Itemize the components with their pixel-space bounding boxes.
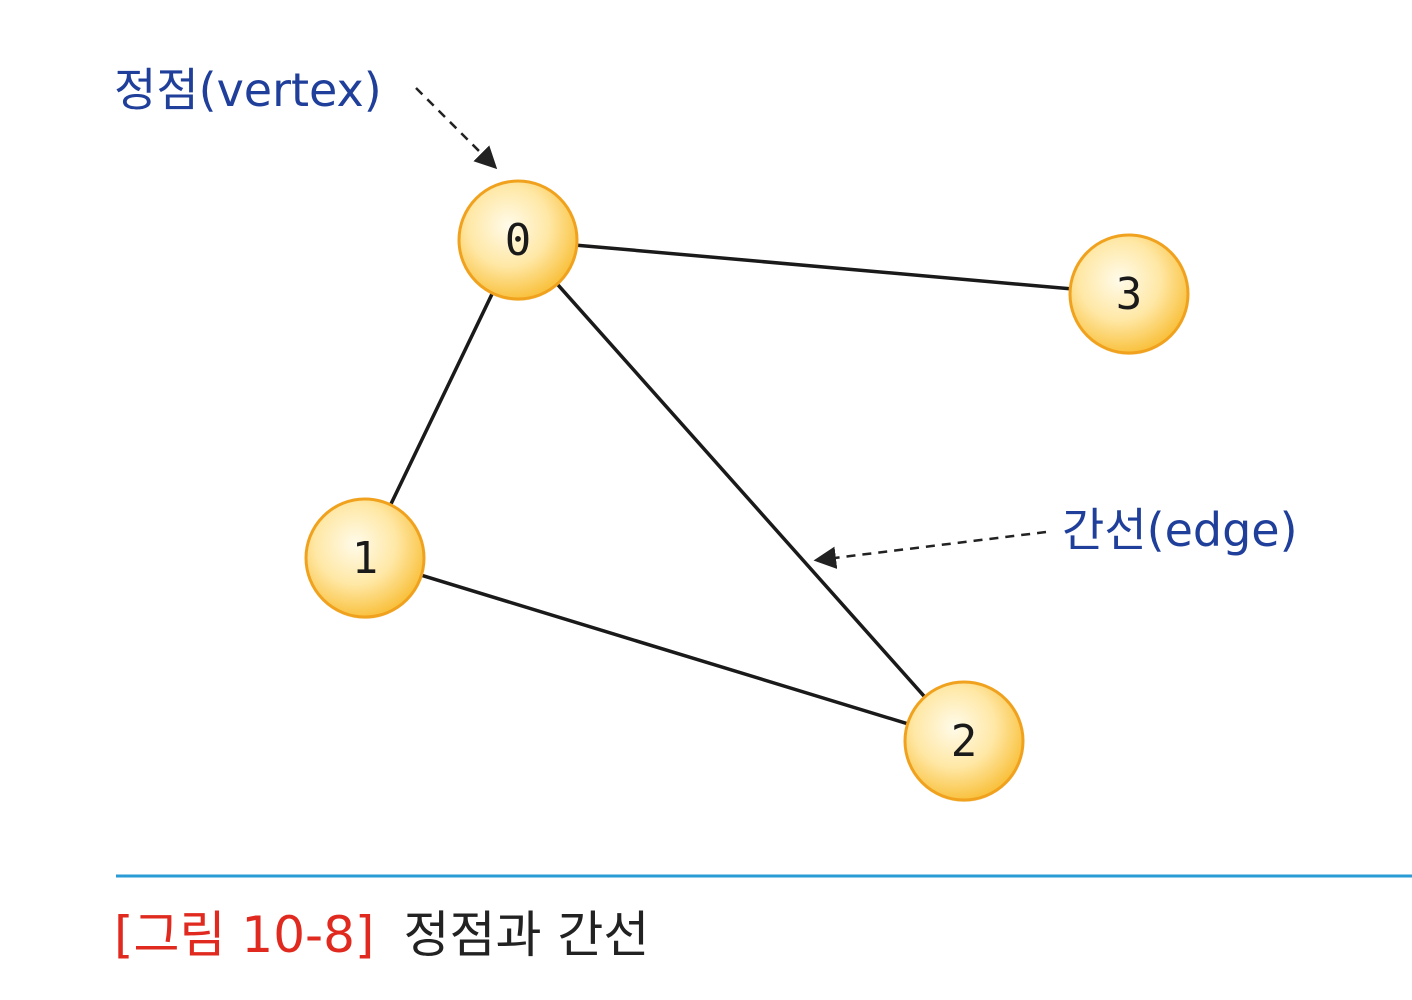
edge-pointer-arrow (813, 530, 1047, 569)
vertex-circle (457, 179, 579, 301)
figure-title: 정점과 간선 (403, 906, 649, 964)
vertex-0: 0 (457, 179, 579, 301)
vertex-label: 0 (505, 215, 532, 266)
node-layer: 0 1 2 3 (304, 179, 1190, 802)
vertex-label: 1 (352, 533, 379, 584)
edge-layer (387, 243, 1076, 727)
edge-1-2 (415, 572, 914, 727)
figure-caption: [그림 10-8] 정점과 간선 (114, 906, 649, 964)
vertex-circle (1068, 233, 1190, 355)
vertex-annotation: 정점(vertex) (114, 63, 382, 117)
edge-0-1 (387, 287, 496, 511)
vertex-label: 3 (1116, 269, 1143, 320)
figure-number: [그림 10-8] (114, 906, 374, 964)
vertex-circle (304, 497, 426, 619)
vertex-2: 2 (903, 680, 1025, 802)
vertex-1: 1 (304, 497, 426, 619)
vertex-3: 3 (1068, 233, 1190, 355)
edge-0-3 (571, 243, 1076, 291)
vertex-label: 2 (951, 716, 978, 767)
edge-0-2 (552, 279, 930, 702)
edge-annotation: 간선(edge) (1062, 503, 1298, 557)
vertex-pointer-arrow (415, 87, 498, 170)
vertex-circle (903, 680, 1025, 802)
